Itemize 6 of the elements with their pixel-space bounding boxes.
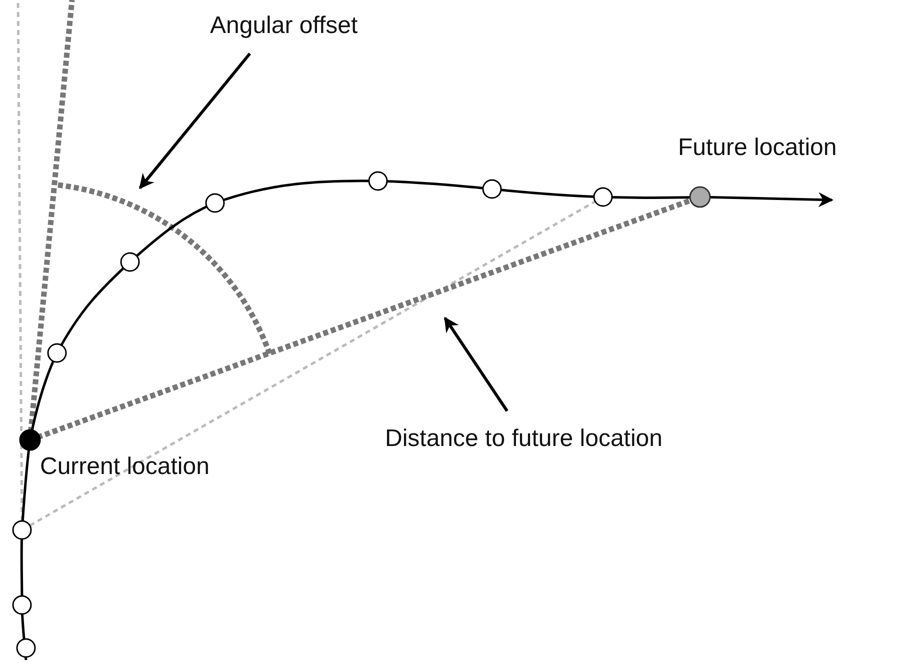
annotation-text: Distance to future location (385, 425, 662, 453)
annotation-text: Angular offset (210, 12, 358, 40)
point-label: Future location (678, 134, 837, 162)
arrow (138, 52, 252, 190)
arrow (444, 316, 508, 412)
point-label: Current location (40, 453, 210, 481)
